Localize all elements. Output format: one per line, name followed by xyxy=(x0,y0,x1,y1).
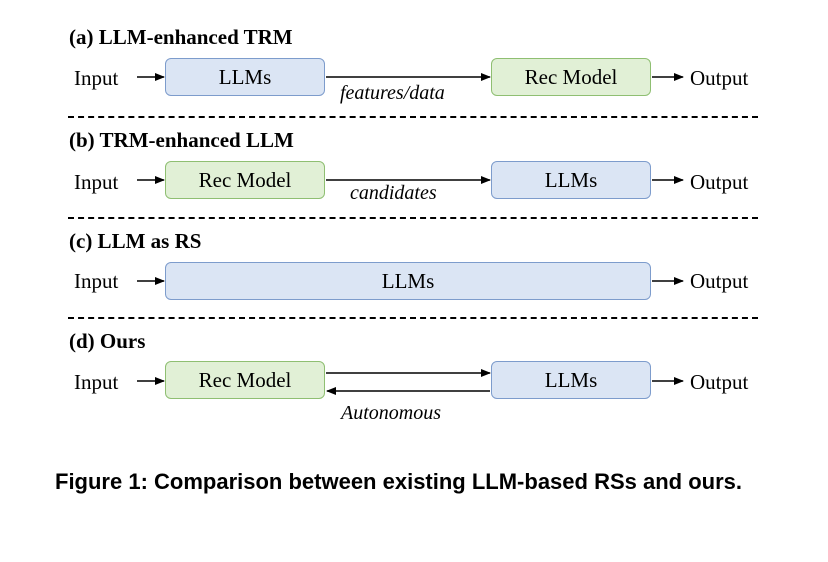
panel-a-rec-box: Rec Model xyxy=(491,58,651,96)
panel-d-output: Output xyxy=(690,370,749,394)
panel-a-llms-label: LLMs xyxy=(218,64,272,89)
panel-b-llms-box: LLMs xyxy=(491,161,651,199)
panel-b-title: (b) TRM-enhanced LLM xyxy=(69,128,294,152)
panel-c-title: (c) LLM as RS xyxy=(69,229,202,253)
panel-a-rec-label: Rec Model xyxy=(524,64,618,89)
panel-d-rec-box: Rec Model xyxy=(165,361,325,399)
panel-a-edge-label: features/data xyxy=(340,82,445,104)
panel-b-input: Input xyxy=(74,170,119,194)
panel-a-output: Output xyxy=(690,66,749,90)
panel-b-rec-label: Rec Model xyxy=(198,167,292,192)
divider-3 xyxy=(68,317,758,319)
panel-b-llms-label: LLMs xyxy=(544,167,598,192)
panel-b-rec-box: Rec Model xyxy=(165,161,325,199)
panel-d-rec-label: Rec Model xyxy=(198,367,292,392)
panel-d-title: (d) Ours xyxy=(69,329,146,353)
panel-a-input: Input xyxy=(74,66,119,90)
panel-c-llms-box: LLMs xyxy=(165,262,651,300)
figure-caption: Figure 1: Comparison between existing LL… xyxy=(55,469,742,494)
panel-c-llms-label: LLMs xyxy=(381,268,435,293)
panel-c-output: Output xyxy=(690,269,749,293)
divider-1 xyxy=(68,116,758,118)
panel-d-edge-label: Autonomous xyxy=(341,402,441,424)
divider-2 xyxy=(68,217,758,219)
panel-b-output: Output xyxy=(690,170,749,194)
panel-b-edge-label: candidates xyxy=(350,182,437,204)
panel-c-input: Input xyxy=(74,269,119,293)
panel-d-llms-label: LLMs xyxy=(544,367,598,392)
panel-d-input: Input xyxy=(74,370,119,394)
panel-a-llms-box: LLMs xyxy=(165,58,325,96)
panel-d-llms-box: LLMs xyxy=(491,361,651,399)
panel-a-title: (a) LLM-enhanced TRM xyxy=(69,25,293,49)
